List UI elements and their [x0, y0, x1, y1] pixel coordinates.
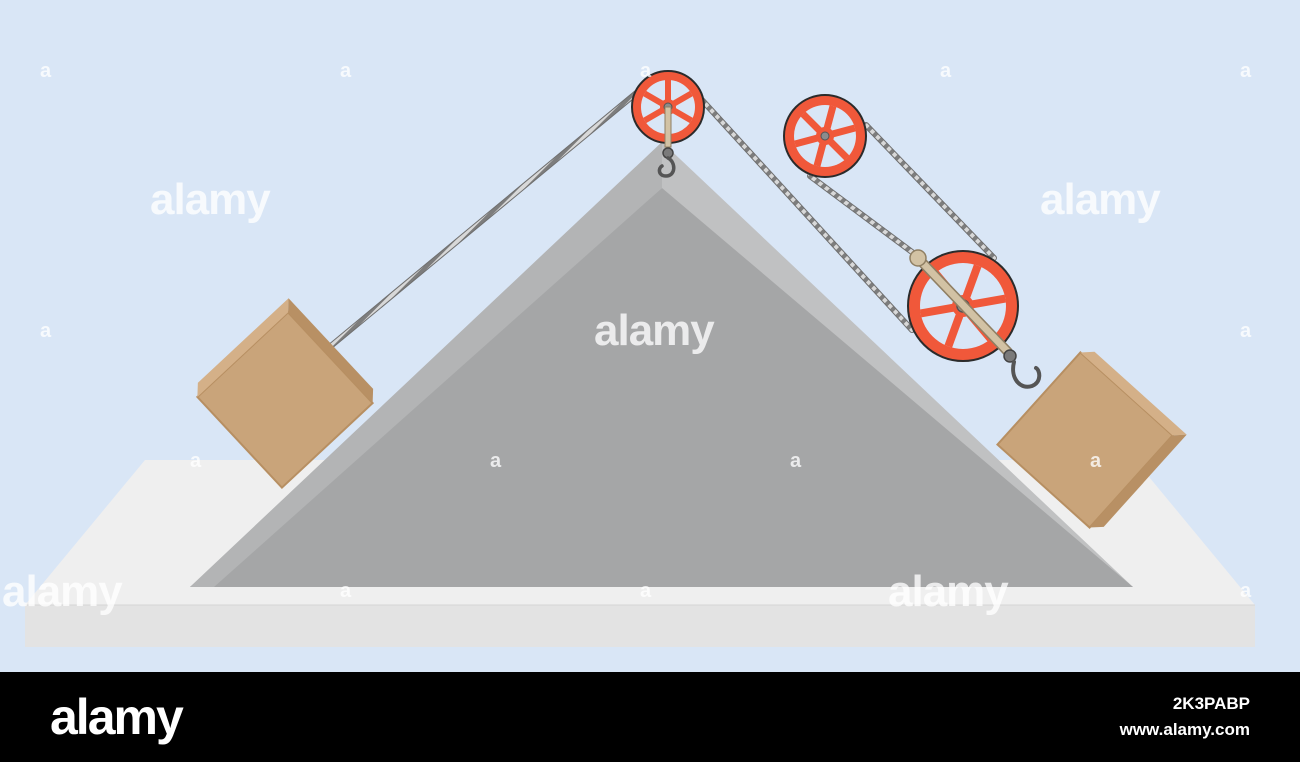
watermark-mark: a — [490, 450, 501, 472]
watermark-center: alamy — [594, 306, 715, 355]
diagram-canvas: alamy alamy alamy alamy alamy a a a a a … — [0, 0, 1300, 672]
watermark-mark: a — [790, 450, 801, 472]
pulley-inclined-plane-diagram — [0, 0, 1300, 672]
footer-image-id: 2K3PABP — [1172, 694, 1250, 713]
inclined-plane-prism — [190, 142, 1133, 587]
top-hook-icon — [657, 147, 676, 178]
rope-upper-pulley-to-moving-pulley — [807, 122, 997, 261]
upper-right-pulley-icon — [783, 94, 867, 178]
watermark-mark: a — [1240, 320, 1251, 342]
watermark-mark: a — [640, 60, 651, 82]
watermark-mark: a — [340, 60, 351, 82]
rope-right-long — [699, 97, 915, 333]
rope-left — [329, 87, 643, 348]
watermark-right: alamy — [1040, 175, 1161, 224]
watermark-mark: a — [1240, 60, 1251, 82]
watermark-bottom-left: alamy — [2, 567, 123, 616]
watermark-mark: a — [1090, 450, 1101, 472]
footer-bar: alamy 2K3PABP www.alamy.com — [0, 672, 1300, 762]
watermark-mark: a — [340, 580, 351, 602]
watermark-mark: a — [190, 450, 201, 472]
watermark-left: alamy — [150, 175, 271, 224]
moving-pulley-strap — [909, 249, 1013, 357]
footer-site-url: www.alamy.com — [1119, 720, 1250, 739]
top-fixed-pulley-icon — [631, 70, 705, 148]
watermark-mark: a — [940, 60, 951, 82]
left-box-icon — [195, 298, 375, 490]
watermark-mark: a — [40, 60, 51, 82]
footer-logo: alamy — [50, 689, 184, 745]
watermark-bottom-right: alamy — [888, 567, 1009, 616]
watermark-mark: a — [1240, 580, 1251, 602]
watermark-mark: a — [640, 580, 651, 602]
moving-pulley-hook-icon — [1003, 349, 1042, 389]
watermark-mark: a — [40, 320, 51, 342]
right-box-icon — [996, 351, 1187, 529]
